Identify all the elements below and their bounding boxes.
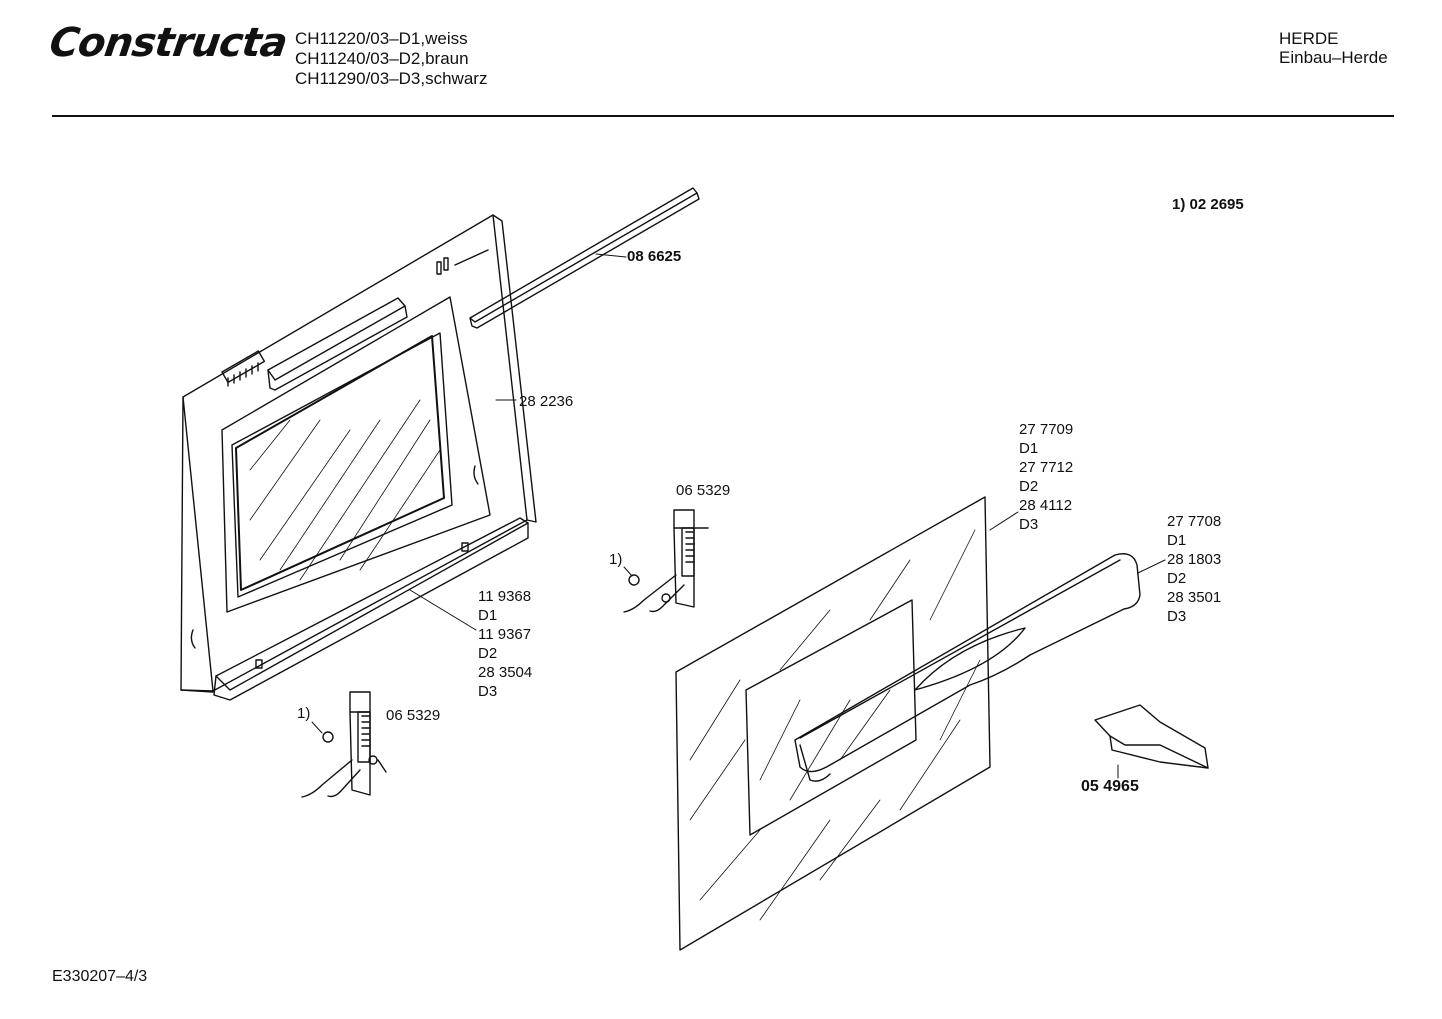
category: HERDE Einbau–Herde <box>1279 29 1388 67</box>
part-number-line: D3 <box>1167 608 1187 625</box>
part-number-line: 27 7708 <box>1167 513 1222 530</box>
part-number-handle: 27 7708 D1 28 1803 D2 28 3501 D3 <box>1167 512 1221 626</box>
model-line: CH11290/03–D3,schwarz <box>295 69 488 88</box>
document-code: E330207–4/3 <box>52 968 148 985</box>
part-number-hinge-center: 06 5329 <box>676 482 731 499</box>
part-number-line: 28 4112 <box>1019 497 1073 514</box>
model-line: CH11220/03–D1,weiss <box>295 29 468 48</box>
part-number-line: 27 7712 <box>1019 459 1074 476</box>
part-number-line: D2 <box>1019 478 1039 495</box>
model-list: CH11220/03–D1,weiss CH11240/03–D2,braun … <box>295 29 487 89</box>
leader-lines <box>312 254 1165 778</box>
part-number-line: D3 <box>478 683 498 700</box>
part-number-line: D2 <box>1167 570 1187 587</box>
top-strip-part <box>470 188 699 328</box>
clip-part <box>1095 705 1208 768</box>
part-number-line: 28 1803 <box>1167 551 1222 568</box>
glass-hatching <box>250 400 440 580</box>
part-number-line: 28 3501 <box>1167 589 1222 606</box>
door-frame <box>181 215 536 700</box>
part-number-line: 27 7709 <box>1019 421 1074 438</box>
part-number-clip: 05 4965 <box>1081 778 1139 795</box>
part-number-line: D1 <box>478 607 498 624</box>
part-number-line: 11 9368 <box>478 588 532 605</box>
glass-panel-hatching <box>690 530 980 920</box>
part-number-door-frame: 28 2236 <box>519 393 574 410</box>
header-divider <box>52 115 1394 117</box>
part-number-line: D2 <box>478 645 498 662</box>
hinge-center <box>624 510 708 612</box>
hinge-left <box>302 692 386 797</box>
part-number-line: D3 <box>1019 516 1039 533</box>
part-number-line: D1 <box>1019 440 1039 457</box>
model-line: CH11240/03–D2,braun <box>295 49 469 68</box>
handle-part <box>795 554 1140 781</box>
part-number-line: 28 3504 <box>478 664 533 681</box>
part-number-line: 11 9367 <box>478 626 532 643</box>
footnote-ref-hinge-center: 1) <box>609 551 623 568</box>
part-number-glass-panel: 27 7709 D1 27 7712 D2 28 4112 D3 <box>1019 420 1073 534</box>
part-number-strip: 08 6625 <box>627 248 682 265</box>
footnote-ref-hinge-left: 1) <box>297 705 311 722</box>
part-number-hinge-left: 06 5329 <box>386 707 441 724</box>
category-subtitle: Einbau–Herde <box>1279 48 1388 67</box>
footnote-label: 1) 02 2695 <box>1172 196 1244 213</box>
part-number-bottom-rail: 11 9368 D1 11 9367 D2 28 3504 D3 <box>478 587 532 701</box>
glass-panel-part <box>676 497 990 950</box>
part-number-line: D1 <box>1167 532 1187 549</box>
category-title: HERDE <box>1279 29 1339 48</box>
